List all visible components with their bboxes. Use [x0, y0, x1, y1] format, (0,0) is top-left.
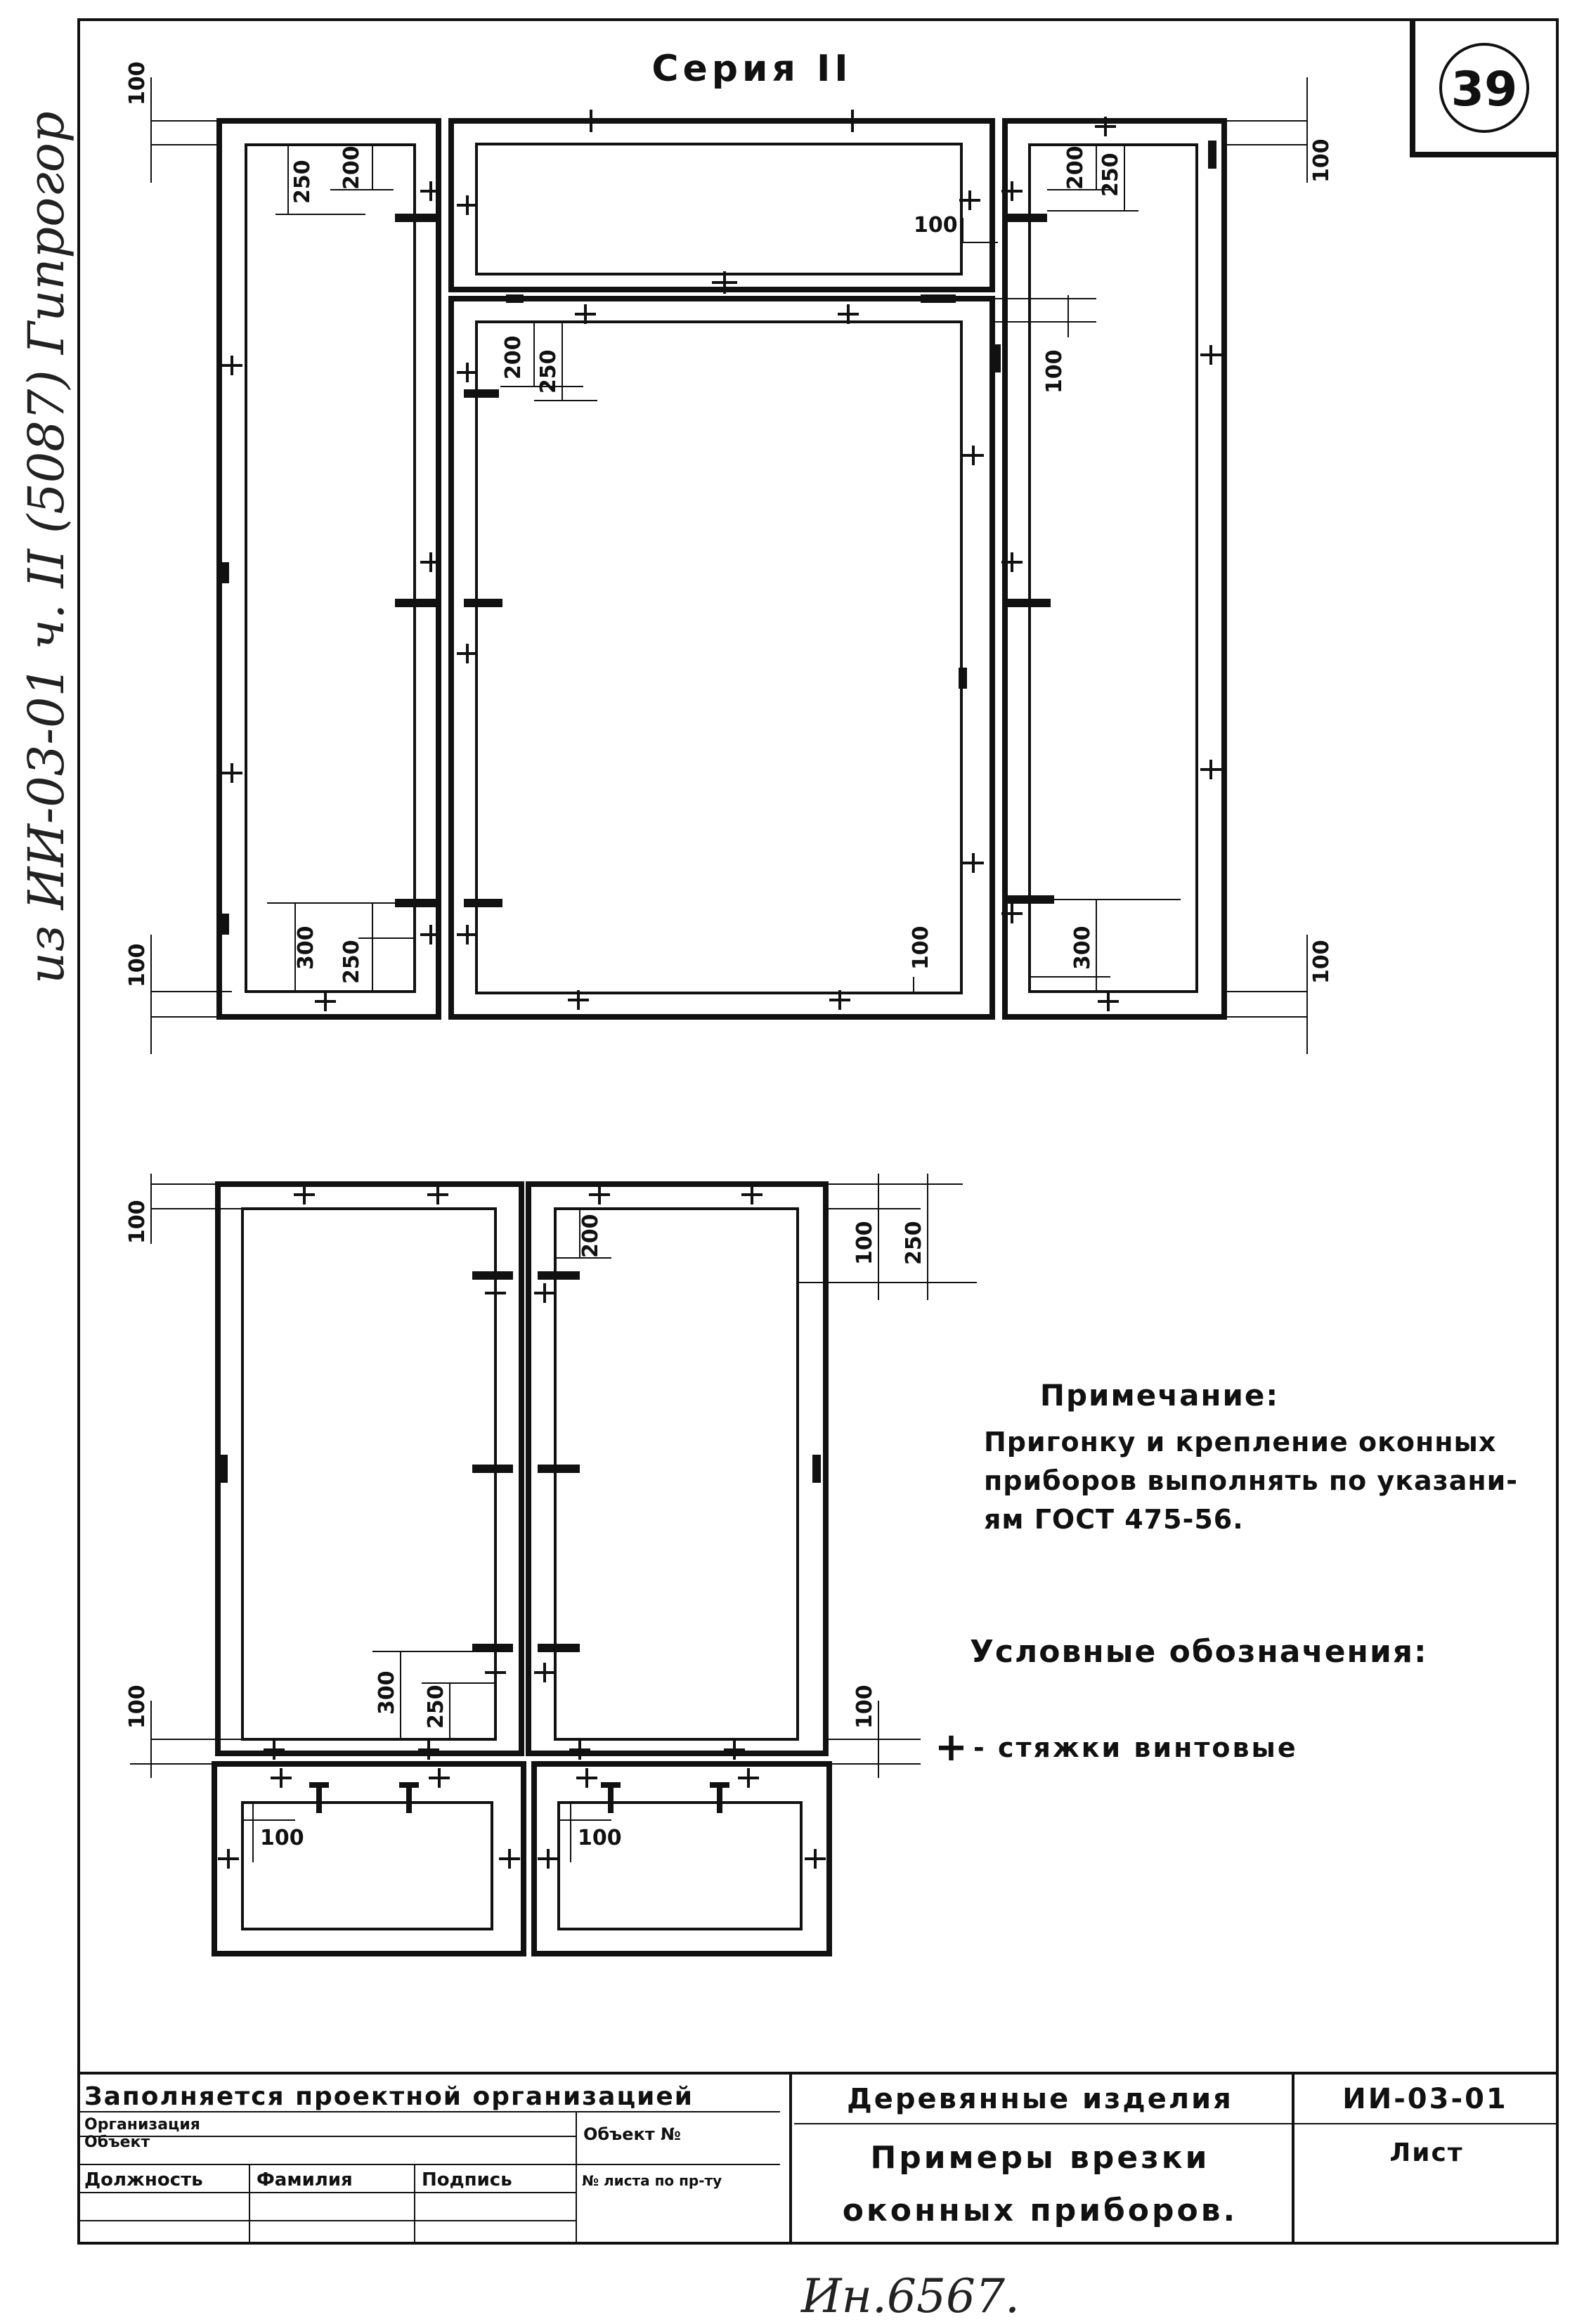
- dim-label: 300: [1070, 926, 1095, 970]
- lower-right-vent-frame: [531, 1761, 832, 1956]
- note-line: Пригонку и крепление оконных: [984, 1427, 1496, 1458]
- title-object-label: Объект: [84, 2134, 150, 2151]
- dim-label: 100: [852, 1221, 877, 1265]
- dim-label: 200: [578, 1214, 603, 1258]
- series-label: Серия II: [651, 48, 852, 90]
- dim-label: 250: [536, 349, 561, 394]
- note-line: ям ГОСТ 475-56.: [984, 1504, 1244, 1535]
- title-line-1: Примеры врезки: [870, 2140, 1209, 2176]
- dim-label: 100: [578, 1826, 622, 1850]
- dim-label: 100: [1309, 138, 1334, 183]
- sheet-number-box: 39: [1410, 20, 1557, 157]
- extension-lines-top: [151, 120, 1307, 1018]
- title-position-label: Должность: [84, 2169, 203, 2190]
- dimension-labels-top: 100 250 200 300 250 100 100 200 250 100 …: [125, 61, 1334, 987]
- title-block: Заполняется проектной организацией Орган…: [77, 2072, 1559, 2245]
- dim-label: 100: [914, 213, 958, 238]
- dimension-lines-bottom: [150, 1174, 928, 1862]
- dim-label: 300: [294, 926, 318, 970]
- dim-label: 100: [125, 61, 150, 105]
- legend-symbol: +: [935, 1725, 968, 1770]
- legend-heading: Условные обозначения:: [970, 1634, 1428, 1670]
- dim-label: 100: [125, 943, 150, 987]
- screw-ties-top: [221, 110, 1221, 1011]
- title-category: Деревянные изделия: [847, 2083, 1233, 2115]
- sheet-number-circle: [1439, 43, 1529, 133]
- title-organization-label: Организация: [84, 2116, 200, 2134]
- title-line-2: оконных приборов.: [843, 2193, 1238, 2228]
- dim-label: 200: [339, 145, 364, 190]
- lower-left-sash-frame: [215, 1181, 524, 1756]
- dim-label: 100: [1309, 940, 1334, 984]
- legend: Условные обозначения: + - стяжки винтовы…: [935, 1634, 1428, 1770]
- dim-label: 100: [1042, 349, 1067, 394]
- dim-label: 100: [125, 1684, 150, 1729]
- dimension-lines-top: [150, 77, 1308, 1054]
- dim-label: 100: [852, 1684, 877, 1729]
- dim-label: 300: [375, 1670, 399, 1715]
- note-heading: Примечание:: [1040, 1378, 1279, 1413]
- dim-label: 250: [1098, 152, 1123, 197]
- dim-label: 200: [1063, 145, 1088, 190]
- sheet-number: 39: [1451, 62, 1518, 117]
- transom-frame: [448, 118, 995, 292]
- dim-label: 200: [501, 335, 526, 379]
- window-fittings-top: [221, 141, 1216, 935]
- lower-right-sash-frame: [526, 1181, 829, 1756]
- sheet-frame: [77, 18, 1559, 2245]
- dim-label: 100: [260, 1826, 304, 1850]
- title-sheet-label: Лист: [1389, 2138, 1463, 2167]
- dim-label: 100: [909, 926, 933, 970]
- lower-left-vent-frame: [212, 1761, 526, 1956]
- screw-ties-bottom: [218, 1185, 826, 1869]
- window-assembly-bottom: 100 200 100 250 300 250 100 100 100 100: [125, 1174, 977, 1956]
- title-signature-label: Подпись: [422, 2169, 512, 2190]
- window-fittings-bottom: [219, 1271, 821, 1813]
- dim-label: 250: [424, 1684, 448, 1729]
- note-line: приборов выполнять по указани-: [984, 1465, 1518, 1496]
- legend-item-label: - стяжки винтовые: [973, 1732, 1298, 1763]
- dim-label: 250: [290, 160, 315, 204]
- title-surname-label: Фамилия: [257, 2169, 353, 2190]
- handwritten-margin-note: из ИИ-03-01 ч. II (5087) Гипрогор: [18, 111, 75, 984]
- right-sash-frame: [1002, 118, 1227, 1020]
- title-filled-by: Заполняется проектной организацией: [84, 2082, 694, 2111]
- dim-label: 250: [339, 940, 364, 984]
- dim-label: 100: [125, 1200, 150, 1244]
- title-sheet-no-label: № листа по пр-ту: [582, 2172, 722, 2189]
- drawing-note: Примечание: Пригонку и крепление оконных…: [984, 1378, 1518, 1535]
- handwritten-inventory-number: Ин.6567.: [800, 2269, 1020, 2323]
- dim-label: 250: [902, 1221, 926, 1265]
- center-sash-frame: [448, 296, 995, 1020]
- title-object-no-label: Объект №: [583, 2124, 681, 2144]
- left-sash-frame: [216, 118, 441, 1020]
- window-assembly-top: 100 250 200 300 250 100 100 200 250 100 …: [125, 61, 1334, 1054]
- title-code: ИИ-03-01: [1342, 2083, 1507, 2115]
- extension-lines-bottom: [130, 1183, 977, 1821]
- dimension-labels-bottom: 100 200 100 250 300 250 100 100 100 100: [125, 1200, 926, 1850]
